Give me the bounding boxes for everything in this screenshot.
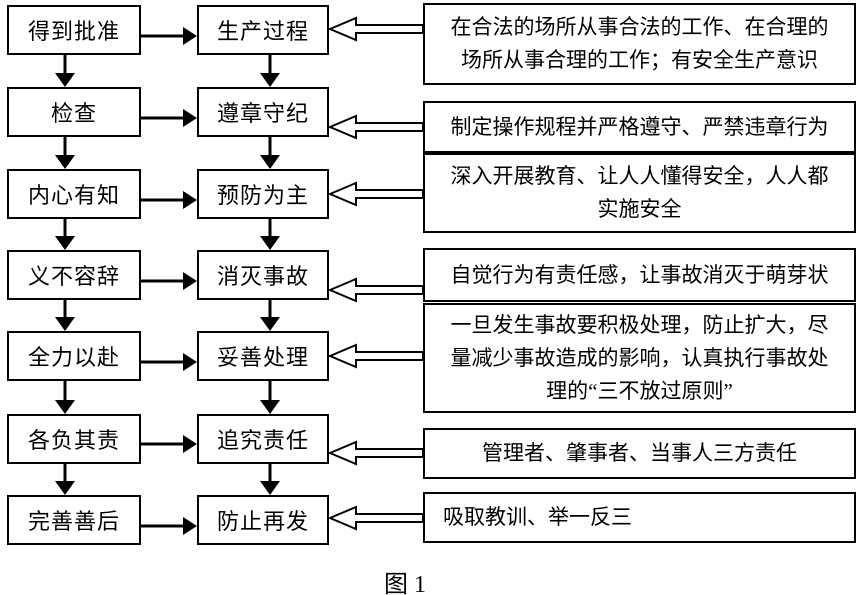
middle-box-row-2: 遵章守纪 [197,87,329,137]
left-box-row-3: 内心有知 [7,169,141,219]
middle-box-row-4: 消灭事故 [197,250,329,300]
note-box-row-7: 吸取教训、举一反三 [423,492,856,543]
down-arrow-icon [260,55,280,495]
middle-box-row-6: 追究责任 [197,414,329,464]
note-box-row-3: 深入开展教育、让人人懂得安全，人人都实施安全 [423,153,856,233]
middle-box-row-5: 妥善处理 [197,331,329,381]
note-box-row-4: 自觉行为有责任感，让事故消灭于萌芽状 [423,248,856,302]
hollow-left-arrow-icon [327,16,424,531]
left-box-row-1: 得到批准 [7,5,141,55]
left-box-row-2: 检查 [7,87,141,137]
down-arrow-icon [55,55,75,495]
note-box-row-6: 管理者、肇事者、当事人三方责任 [423,428,856,479]
note-box-row-1: 在合法的场所从事合法的工作、在合理的场所从事合理的工作；有安全生产意识 [423,3,856,85]
left-box-row-4: 义不容辞 [7,250,141,300]
left-box-row-5: 全力以赴 [7,331,141,381]
middle-box-row-7: 防止再发 [197,495,329,545]
note-box-row-5: 一旦发生事故要积极处理，防止扩大，尽量减少事故造成的影响，认真执行事故处理的“三… [423,303,856,413]
note-box-row-2: 制定操作规程并严格遵守、严禁违章行为 [423,101,856,153]
right-arrow-icon [141,27,197,535]
figure-caption: 图 1 [384,572,426,595]
middle-box-row-1: 生产过程 [197,5,329,55]
middle-box-row-3: 预防为主 [197,169,329,219]
left-box-row-7: 完善善后 [7,495,141,545]
left-box-row-6: 各负其责 [7,414,141,464]
